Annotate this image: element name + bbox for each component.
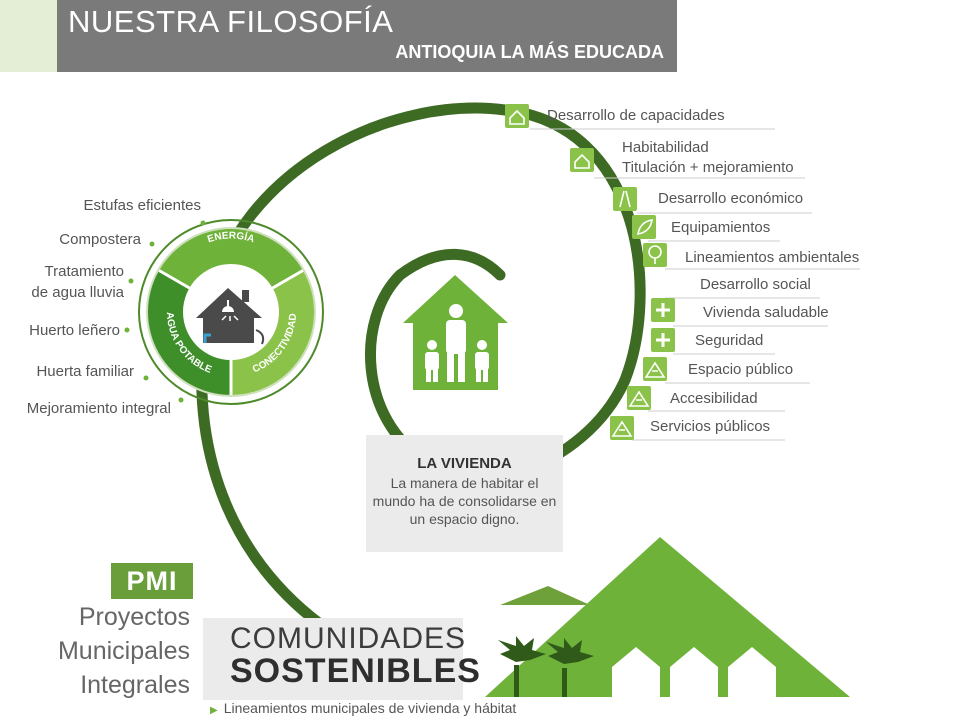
right-label-desarrollo-capacidades: Desarrollo de capacidades <box>547 107 725 124</box>
play-arrow-icon: ▶ <box>210 705 218 716</box>
pmi-line-municipales: Municipales <box>57 637 190 665</box>
right-underlines <box>530 128 860 441</box>
hill-back <box>500 586 590 605</box>
right-label-accesibilidad: Accesibilidad <box>670 390 758 407</box>
right-label-espacio-publico: Espacio público <box>688 361 793 378</box>
lineamientos-text: Lineamientos municipales de vivienda y h… <box>223 700 517 716</box>
wheel-dots <box>124 220 206 403</box>
right-label-vivienda-saludable: Vivienda saludable <box>703 304 829 321</box>
icon-habitabilidad <box>570 148 594 172</box>
right-label-servicios-publicos: Servicios públicos <box>650 418 770 435</box>
icon-equipamientos <box>632 215 656 239</box>
wheel-label-energia: ENERGÍA <box>206 230 256 245</box>
left-label-compostera: Compostera <box>59 231 141 248</box>
icon-accesibilidad <box>627 386 651 410</box>
right-label-titulacion: Titulación + mejoramiento <box>622 159 794 176</box>
family-house-icon <box>403 275 508 390</box>
right-label-habitabilidad: Habitabilidad <box>622 139 709 156</box>
left-label-huerto: Huerto leñero <box>29 322 120 339</box>
comunidades-box <box>203 618 463 700</box>
vivienda-description: La manera de habitar el mundo ha de cons… <box>372 475 557 527</box>
home-energy-icon <box>196 288 265 345</box>
header-accent <box>0 0 57 72</box>
icon-desarrollo-capacidades <box>505 104 529 128</box>
left-label-huerta: Huerta familiar <box>36 363 134 380</box>
icon-lineamientos-ambientales <box>643 243 667 267</box>
right-label-seguridad: Seguridad <box>695 332 763 349</box>
page-subtitle: ANTIOQUIA LA MÁS EDUCADA <box>395 42 664 62</box>
vivienda-title: LA VIVIENDA <box>417 455 512 472</box>
right-label-desarrollo-social: Desarrollo social <box>700 276 811 293</box>
icon-servicios-publicos <box>610 416 634 440</box>
wheel-outer-ring <box>138 219 324 405</box>
icon-vivienda-saludable <box>651 298 675 322</box>
hill-main <box>485 537 850 697</box>
left-label-estufas: Estufas eficientes <box>83 197 201 214</box>
white-houses <box>612 647 776 697</box>
left-label-tratamiento: Tratamiento <box>45 263 124 280</box>
icon-espacio-publico <box>643 357 667 381</box>
pmi-line-proyectos: Proyectos <box>78 603 190 631</box>
right-label-desarrollo-economico: Desarrollo económico <box>658 190 803 207</box>
header-bar <box>57 0 677 72</box>
pmi-badge: PMI <box>111 563 193 599</box>
icon-desarrollo-economico <box>613 187 637 211</box>
right-label-equipamientos: Equipamientos <box>671 219 770 236</box>
sostenibles-title: SOSTENIBLES <box>230 652 481 690</box>
pmi-line-integrales: Integrales <box>80 671 190 699</box>
vivienda-box <box>366 435 563 552</box>
icon-seguridad <box>651 328 675 352</box>
left-label-mejoramiento: Mejoramiento integral <box>27 400 171 417</box>
comunidades-title: COMUNIDADES <box>230 622 467 655</box>
page-title: NUESTRA FILOSOFÍA <box>68 4 394 39</box>
right-label-lineamientos-ambientales: Lineamientos ambientales <box>685 249 859 266</box>
palm-trees <box>498 636 594 697</box>
left-label-agua-lluvia: de agua lluvia <box>31 284 124 301</box>
lineamientos-caption: ▶ Lineamientos municipales de vivienda y … <box>210 700 516 716</box>
